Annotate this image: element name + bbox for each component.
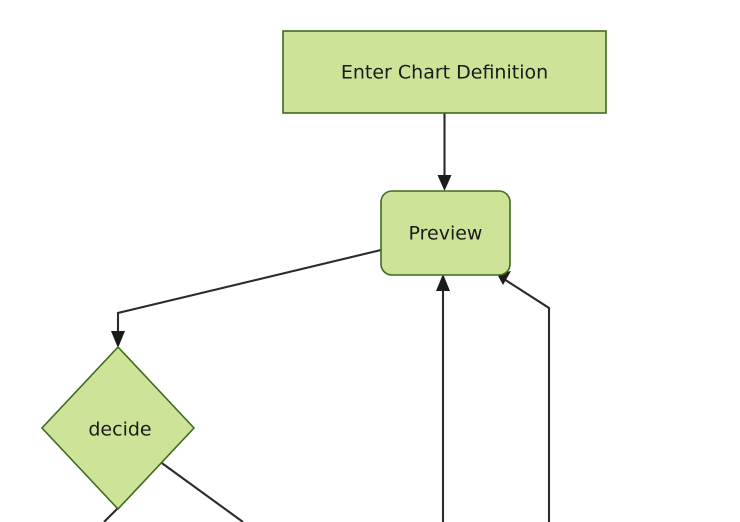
arrowhead-down-icon	[111, 331, 125, 348]
edge-preview-to-decide	[111, 248, 382, 348]
node-enter-chart-definition-label: Enter Chart Definition	[341, 62, 548, 84]
edge-decide-bottom-left-line	[103, 507, 119, 522]
edge-decide-bottom-right	[158, 460, 244, 522]
node-preview[interactable]: Preview	[380, 190, 511, 276]
node-preview-label: Preview	[409, 223, 483, 245]
edge-decide-bottom-left	[103, 507, 119, 522]
edge-bottom-right-to-preview-line	[503, 278, 551, 522]
arrowhead-up-icon	[436, 274, 450, 291]
arrowhead-down-icon	[437, 175, 452, 191]
node-enter-chart-definition[interactable]: Enter Chart Definition	[282, 30, 607, 114]
edge-bottom-right-to-preview	[497, 271, 551, 522]
node-decide-label: decide	[88, 419, 151, 441]
node-preview-shape[interactable]	[380, 190, 511, 276]
edge-enter-to-preview	[437, 113, 452, 191]
edge-decide-bottom-right-line	[158, 460, 244, 522]
edge-bottom-center-to-preview	[436, 274, 450, 522]
node-enter-chart-definition-shape[interactable]	[282, 30, 607, 114]
node-decide-shape[interactable]	[40, 345, 196, 511]
edge-preview-to-decide-line	[116, 248, 382, 340]
node-decide[interactable]: decide	[40, 345, 196, 511]
